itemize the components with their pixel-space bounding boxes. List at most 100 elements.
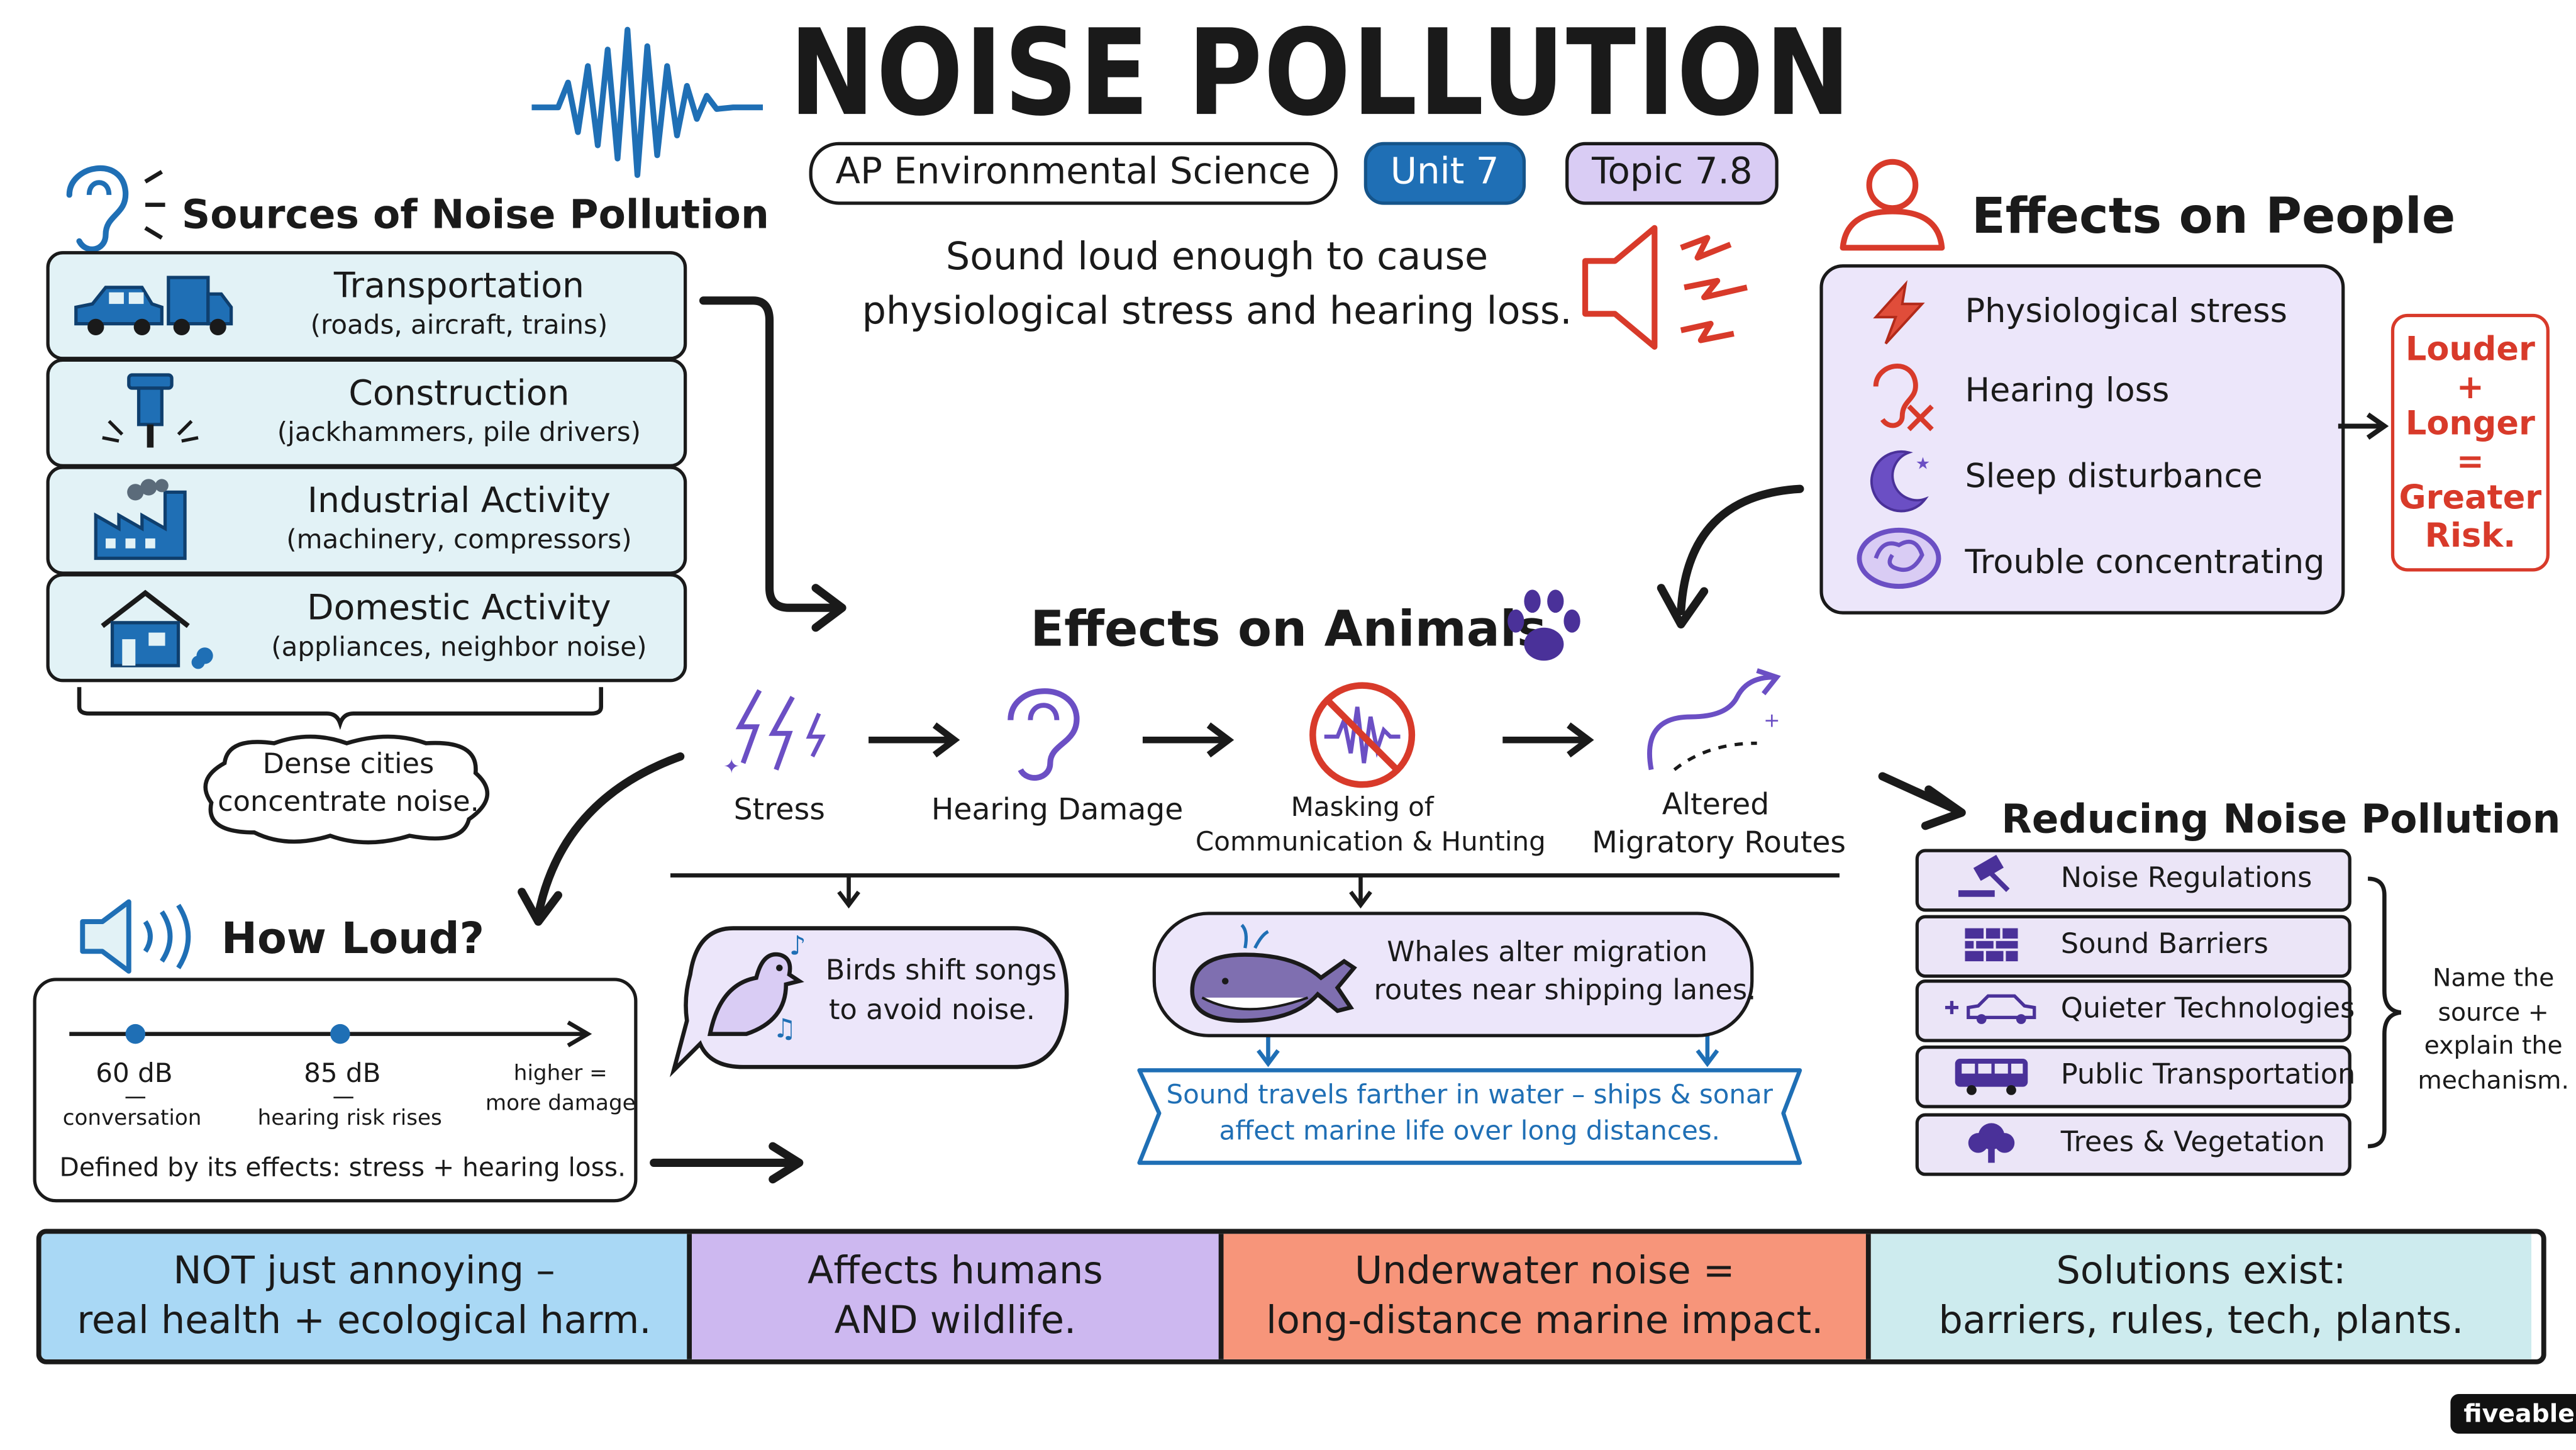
animal-stage-line: Migratory Routes — [1592, 825, 1846, 861]
source-title: Construction — [348, 373, 570, 413]
definition-line: physiological stress and hearing loss. — [862, 291, 1572, 334]
banner-line: Solutions exist: — [2056, 1250, 2346, 1293]
person-icon — [1840, 159, 1945, 251]
animal-stage-line: Altered — [1662, 788, 1770, 823]
decibel-value: 85 dB — [304, 1057, 381, 1089]
risk-line: Longer — [2405, 403, 2535, 443]
risk-line: + — [2456, 365, 2484, 406]
banner-cell-health: NOT just annoying – real health + ecologi… — [41, 1234, 692, 1359]
definition: Sound loud enough to cause physiological… — [862, 231, 1572, 340]
source-title: Industrial Activity — [307, 481, 611, 521]
banner-line: real health + ecological harm. — [77, 1300, 652, 1343]
jackhammer-icon — [102, 373, 199, 448]
banner-line: AND wildlife. — [834, 1300, 1077, 1343]
decibel-caption: conversation — [62, 1107, 202, 1132]
reducing-note-line: source + — [2438, 996, 2549, 1027]
reduce-label: Sound Barriers — [2060, 928, 2268, 962]
animal-stage-line: Masking of — [1291, 791, 1434, 823]
no-sound-icon — [1309, 682, 1416, 788]
migration-route-icon: + — [1647, 668, 1781, 771]
svg-text:♪: ♪ — [789, 930, 806, 961]
reduce-item: Trees & Vegetation — [1915, 1113, 2351, 1176]
risk-line: Louder — [2405, 328, 2535, 369]
people-effect-label: Hearing loss — [1965, 370, 2170, 410]
birds-note: Birds shift songs to avoid noise. — [826, 951, 1057, 1030]
banner-line: long-distance marine impact. — [1266, 1300, 1824, 1343]
factory-icon — [94, 479, 187, 560]
electric-car-icon — [1945, 994, 2036, 1024]
gavel-icon — [1958, 854, 2010, 897]
svg-text:♫: ♫ — [773, 1013, 797, 1044]
birds-line: Birds shift songs — [825, 954, 1057, 988]
source-title: Domestic Activity — [307, 588, 611, 628]
sound-wave-icon — [531, 26, 763, 178]
ear-sound-icon — [66, 165, 165, 252]
risk-line: = — [2456, 440, 2484, 480]
banner-line: barriers, rules, tech, plants. — [1938, 1300, 2464, 1343]
svg-text:★: ★ — [1916, 455, 1931, 474]
loudness-panel: 60 dB conversation 85 dB hearing risk ri… — [33, 978, 638, 1203]
cities-note: Dense cities concentrate noise. — [195, 747, 502, 823]
paw-icon — [1507, 589, 1580, 661]
speaker-loud-icon — [1582, 225, 1748, 350]
decibel-dash — [333, 1096, 353, 1099]
higher-line: more damage — [485, 1091, 636, 1117]
animal-stage-line: Communication & Hunting — [1195, 825, 1546, 857]
bird-icon: ♪ ♫ — [708, 930, 806, 1044]
svg-text:+: + — [1763, 709, 1780, 732]
cities-line: Dense cities — [262, 748, 435, 781]
people-effect-label: Trouble concentrating — [1965, 542, 2325, 582]
animals-heading: Effects on Animals — [1030, 601, 1546, 659]
water-ribbon — [1137, 1068, 1802, 1165]
reduce-item: Quieter Technologies — [1915, 979, 2355, 1042]
reducing-note-line: explain the — [2424, 1030, 2563, 1061]
whales-line: routes near shipping lanes. — [1374, 974, 1757, 1008]
reduce-label: Noise Regulations — [2060, 862, 2312, 896]
reduce-item: Public Transportation — [1915, 1046, 2355, 1108]
unit-badge: Unit 7 — [1363, 142, 1526, 205]
birds-line: to avoid noise. — [829, 994, 1035, 1028]
risk-arrow — [2338, 412, 2389, 440]
source-domestic: Domestic Activity (appliances, neighbor … — [46, 573, 687, 683]
animal-stage-label: Altered Migratory Routes — [1592, 786, 1846, 862]
risk-line: Greater — [2399, 477, 2542, 517]
cities-cloud — [203, 734, 490, 845]
sources-heading: Sources of Noise Pollution — [181, 191, 769, 238]
risk-line: Risk. — [2424, 514, 2516, 554]
reduce-label: Public Transportation — [2060, 1059, 2356, 1092]
animal-stage-label: Stress — [733, 793, 825, 828]
reduce-item: Noise Regulations — [1915, 849, 2351, 912]
decibel-scale — [69, 1020, 592, 1047]
ear-crossed-icon — [1873, 364, 1934, 432]
course-badge: AP Environmental Science — [809, 142, 1337, 205]
source-transportation: Transportation (roads, aircraft, trains) — [46, 251, 687, 360]
source-construction: Construction (jackhammers, pile drivers) — [46, 358, 687, 468]
page-title: NOISE POLLUTION — [789, 3, 1852, 142]
loudness-heading: How Loud? — [221, 915, 485, 965]
water-note: Sound travels farther in water – ships &… — [1130, 1077, 1810, 1150]
stage-arrow — [1142, 722, 1235, 758]
banner-line: NOT just annoying – — [173, 1250, 555, 1293]
reducing-heading: Reducing Noise Pollution — [2001, 796, 2561, 843]
sources-brace — [77, 687, 604, 730]
moon-icon: ★ — [1870, 450, 1931, 513]
bus-icon — [1955, 1059, 2028, 1095]
higher-line: higher = — [513, 1062, 608, 1087]
loudness-definition: Defined by its effects: stress + hearing… — [59, 1152, 626, 1183]
whale-icon — [1190, 923, 1357, 1023]
reducing-brace — [2367, 876, 2402, 1149]
animal-stage-label: Hearing Damage — [931, 793, 1184, 828]
animal-stage-label: Masking of Communication & Hunting — [1195, 789, 1546, 859]
water-line: affect marine life over long distances. — [1219, 1115, 1721, 1147]
whales-note: Whales alter migration routes near shipp… — [1374, 935, 1757, 1011]
decibel-value: 60 dB — [96, 1057, 173, 1089]
people-effects-panel: Physiological stress Hearing loss ★ Slee… — [1819, 264, 2345, 615]
brain-icon — [1857, 527, 1941, 589]
people-effect-label: Physiological stress — [1965, 291, 2287, 331]
cities-line: concentrate noise. — [218, 786, 479, 820]
speaker-icon — [80, 899, 191, 974]
house-icon — [101, 589, 213, 669]
